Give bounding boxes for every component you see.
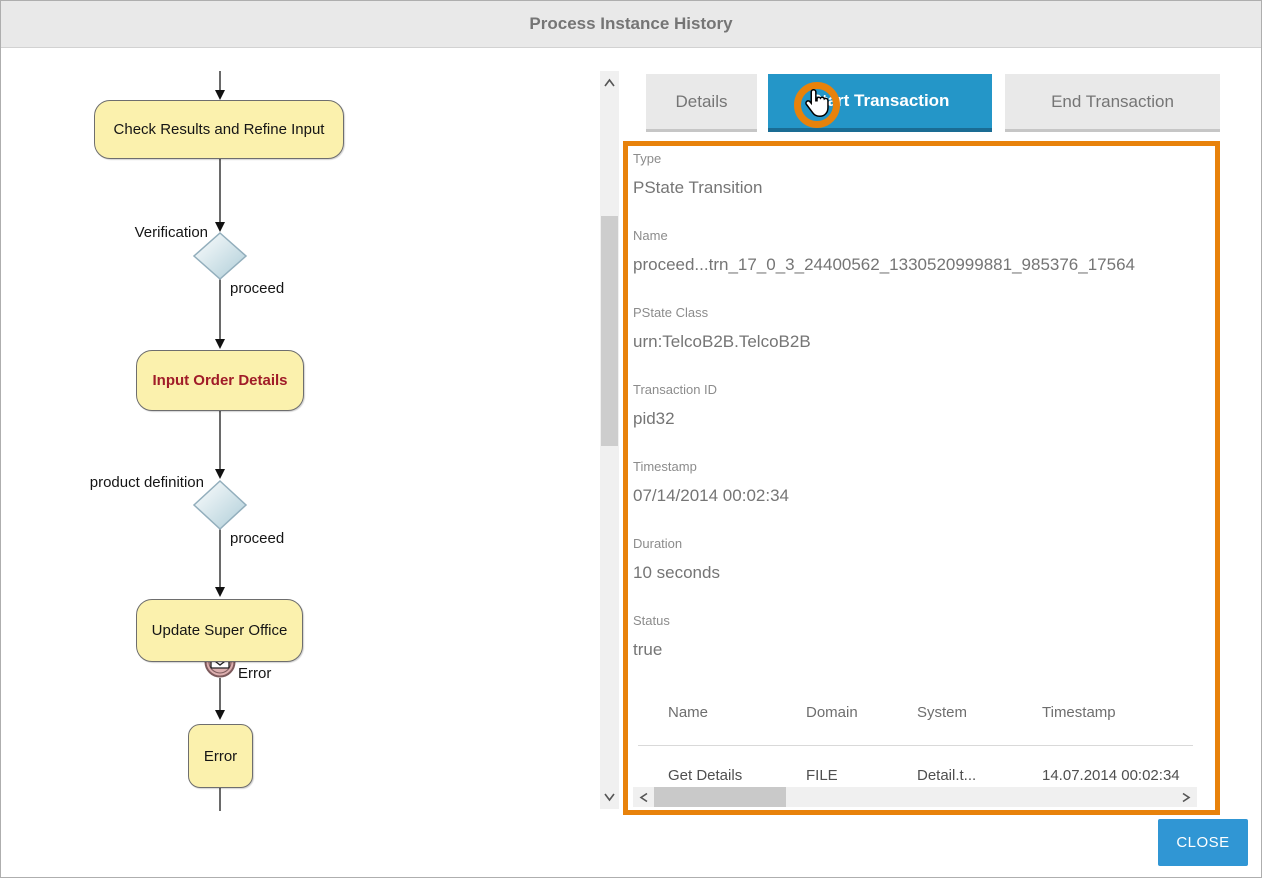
scroll-up-icon[interactable]	[603, 78, 616, 88]
field-value: true	[633, 640, 663, 659]
field-pstate-class: PState Class urn:TelcoB2B.TelcoB2B	[633, 305, 1215, 352]
table-row[interactable]: Get Details FILE Detail.t... 14.07.2014 …	[633, 767, 1215, 784]
flow-node-input-order-details[interactable]: Input Order Details	[136, 350, 304, 411]
flow-node-label: Check Results and Refine Input	[113, 121, 325, 138]
table-divider	[638, 745, 1193, 746]
flow-node-check-results[interactable]: Check Results and Refine Input	[94, 100, 344, 159]
hand-pointer-icon	[805, 88, 829, 118]
tab-label: Details	[675, 91, 728, 111]
column-header-system: System	[917, 704, 968, 721]
cell-name: Get Details	[668, 767, 743, 784]
field-timestamp: Timestamp 07/14/2014 00:02:34	[633, 459, 1215, 506]
field-label: PState Class	[633, 305, 709, 320]
dialog-header: Process Instance History	[1, 1, 1261, 48]
column-header-domain: Domain	[806, 704, 858, 721]
tab-details[interactable]: Details	[646, 74, 757, 132]
tab-label: Start Transaction	[810, 91, 950, 110]
column-header-name: Name	[668, 704, 709, 721]
field-value: 07/14/2014 00:02:34	[633, 486, 789, 505]
transaction-steps-table: Name Domain System Timestamp Get Details…	[633, 704, 1215, 784]
field-transaction-id: Transaction ID pid32	[633, 382, 1215, 429]
process-flow-diagram	[192, 71, 248, 811]
field-label: Type	[633, 151, 662, 166]
vertical-scrollbar[interactable]	[600, 71, 619, 809]
horizontal-scrollbar[interactable]	[633, 787, 1197, 807]
flow-node-error[interactable]: Error	[188, 724, 253, 788]
field-value: pid32	[633, 409, 675, 428]
field-type: Type PState Transition	[633, 151, 1215, 198]
field-duration: Duration 10 seconds	[633, 536, 1215, 583]
flow-node-label: Input Order Details	[152, 372, 288, 389]
field-list: Type PState Transition Name proceed...tr…	[628, 146, 1215, 784]
flow-node-label: Error	[203, 747, 238, 765]
field-label: Status	[633, 613, 670, 628]
flow-arrowheads	[215, 90, 225, 720]
tab-end-transaction[interactable]: End Transaction	[1005, 74, 1220, 132]
scroll-down-icon[interactable]	[603, 792, 616, 802]
column-header-timestamp: Timestamp	[1042, 704, 1116, 721]
field-value: urn:TelcoB2B.TelcoB2B	[633, 332, 811, 351]
field-label: Transaction ID	[633, 382, 718, 397]
flow-node-label: Update Super Office	[151, 622, 288, 639]
field-name: Name proceed...trn_17_0_3_24400562_13305…	[633, 228, 1215, 275]
edge-label-proceed-2: proceed	[230, 530, 285, 547]
cell-timestamp: 14.07.2014 00:02:34	[1042, 767, 1180, 784]
field-label: Duration	[633, 536, 683, 551]
close-button[interactable]: CLOSE	[1158, 819, 1248, 866]
cell-system: Detail.t...	[917, 767, 977, 784]
field-label: Name	[633, 228, 668, 243]
scroll-right-icon[interactable]	[1181, 792, 1191, 803]
table-header-row: Name Domain System Timestamp	[633, 704, 1215, 721]
field-value: 10 seconds	[633, 563, 720, 582]
field-status: Status true	[633, 613, 1215, 660]
scroll-left-icon[interactable]	[639, 792, 649, 803]
horizontal-scrollbar-thumb[interactable]	[654, 787, 786, 807]
decision-label-verification: Verification	[134, 224, 208, 241]
page-title: Process Instance History	[529, 14, 733, 33]
field-value: proceed...trn_17_0_3_24400562_1330520999…	[633, 255, 1135, 274]
decision-verification[interactable]	[192, 231, 248, 281]
cell-domain: FILE	[806, 767, 838, 784]
tab-label: End Transaction	[1051, 91, 1174, 111]
decision-label-product-definition: product definition	[89, 474, 204, 491]
click-highlight-ring	[794, 82, 840, 128]
decision-product-definition[interactable]	[192, 479, 248, 531]
field-value: PState Transition	[633, 178, 763, 197]
field-label: Timestamp	[633, 459, 697, 474]
transaction-detail-panel: Type PState Transition Name proceed...tr…	[623, 141, 1220, 815]
vertical-scrollbar-thumb[interactable]	[601, 216, 618, 446]
edge-label-error-event: Error	[238, 665, 272, 682]
flow-node-update-super-office[interactable]: Update Super Office	[136, 599, 303, 662]
edge-label-proceed-1: proceed	[230, 280, 285, 297]
